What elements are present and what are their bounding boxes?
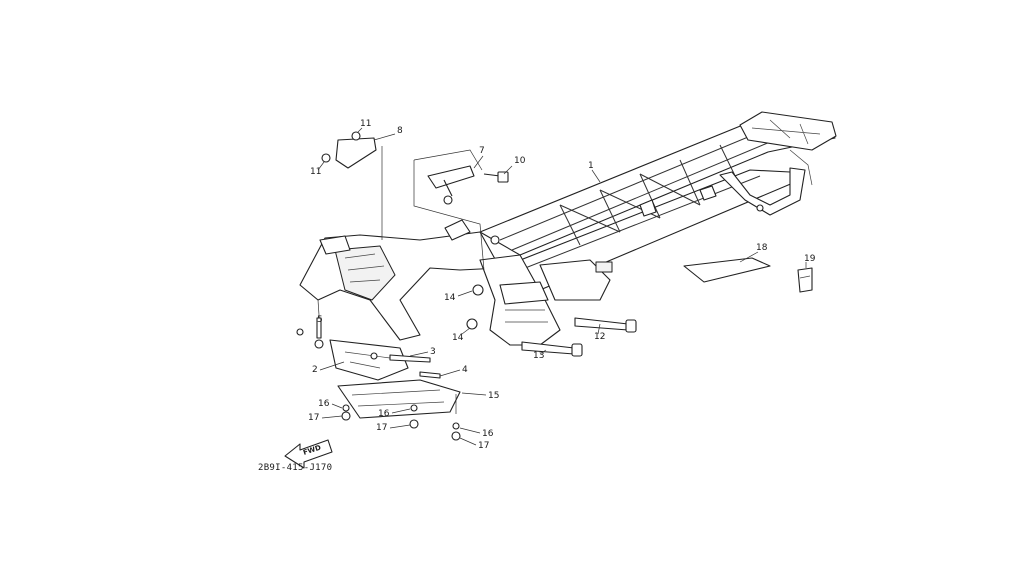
skid-plate-part-15: [337, 379, 461, 419]
callout-18: 18: [756, 243, 768, 253]
long-bolt-part-12: [574, 317, 637, 333]
clip-part-19: [797, 267, 813, 293]
plate-part-18: [683, 257, 771, 283]
callout-11-top: 11: [360, 119, 371, 129]
bolt-part-4: [419, 371, 441, 379]
washer-bolt-parts-16-17: [341, 404, 461, 441]
callout-2: 2: [312, 365, 318, 375]
callout-4: 4: [462, 365, 468, 375]
bracket-part-7: [427, 165, 509, 205]
callout-12: 12: [594, 332, 605, 342]
callout-13: 13: [533, 351, 544, 361]
callout-16-right: 16: [482, 429, 494, 439]
callout-14-upper: 14: [444, 293, 456, 303]
callout-5: 5: [317, 315, 323, 325]
forward-direction-arrow-icon: FWD: [284, 439, 333, 469]
callout-17-left: 17: [308, 413, 319, 423]
callout-16-left: 16: [318, 399, 330, 409]
bolt-part-3: [389, 354, 431, 363]
callout-labels: 1 2 3 4 5 7 8 10 11 11 12 13 14 14 15 16…: [308, 119, 816, 451]
callout-14-lower: 14: [452, 333, 464, 343]
main-frame: [299, 111, 837, 346]
callout-17-right: 17: [478, 441, 489, 451]
callout-11-left: 11: [310, 167, 321, 177]
callout-15: 15: [488, 391, 499, 401]
callout-1: 1: [588, 161, 594, 171]
exploded-view-leaders: [317, 146, 485, 331]
callout-7: 7: [479, 146, 485, 156]
callout-8: 8: [397, 126, 403, 136]
diagram-part-code: 2B9I-415-J170: [258, 463, 332, 473]
callout-10: 10: [514, 156, 526, 166]
callout-3: 3: [430, 347, 436, 357]
callout-16-mid: 16: [378, 409, 390, 419]
bolt-part-5: [314, 317, 324, 349]
bolt-part-14: [466, 284, 484, 330]
callout-19: 19: [804, 254, 816, 264]
engine-bracket-part-2: [296, 328, 409, 381]
bracket-part-8: [321, 131, 377, 169]
long-bolt-part-13: [521, 341, 583, 357]
callout-17-mid: 17: [376, 423, 387, 433]
